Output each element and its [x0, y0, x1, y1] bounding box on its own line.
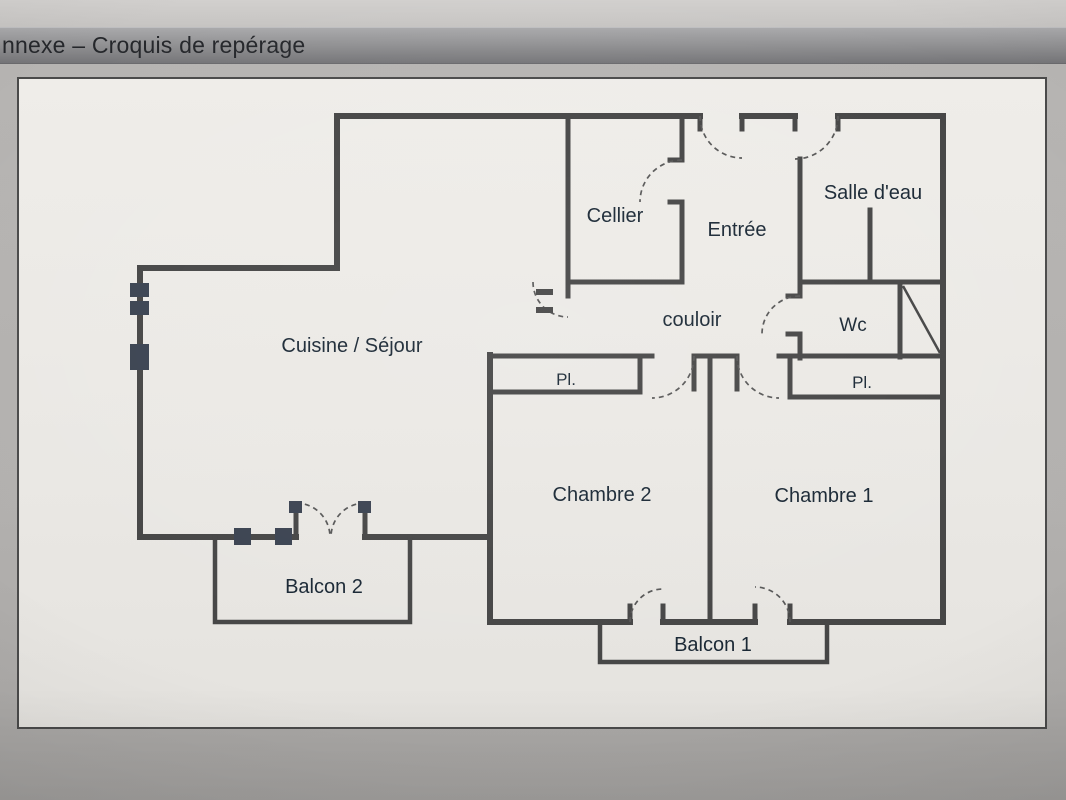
interior-walls — [487, 113, 946, 625]
window-symbols — [130, 283, 553, 545]
room-label-couloir: couloir — [663, 309, 722, 331]
apartment-walls — [137, 113, 946, 665]
room-label-placard-chambre1: Pl. — [852, 373, 872, 392]
room-label-balcon1: Balcon 1 — [674, 634, 752, 656]
plan-sheet — [17, 77, 1047, 729]
annex-header-band: nnexe – Croquis de repérage — [0, 27, 1066, 64]
room-label-wc: Wc — [839, 315, 866, 336]
door-jamb-block — [358, 501, 371, 513]
room-label-placard-chambre2: Pl. — [556, 370, 576, 389]
door-swing-arcs — [295, 115, 839, 623]
door-jambs — [293, 113, 841, 625]
room-labels: Cellier Entrée Salle d'eau couloir Wc Cu… — [281, 182, 922, 656]
window-icon — [275, 528, 292, 545]
door-stop-mark — [536, 307, 553, 313]
door-stop-mark — [536, 289, 553, 295]
room-label-balcon2: Balcon 2 — [285, 576, 363, 598]
room-label-chambre1: Chambre 1 — [775, 485, 874, 507]
window-icon — [234, 528, 251, 545]
page-top-margin — [0, 0, 1066, 27]
room-label-cellier: Cellier — [587, 205, 644, 227]
room-label-cuisine-sejour: Cuisine / Séjour — [281, 335, 423, 357]
window-icon — [130, 301, 149, 315]
window-icon — [130, 283, 149, 297]
door-jamb-block — [289, 501, 302, 513]
balcony-walls — [212, 534, 830, 665]
shower-diagonal-line — [901, 285, 942, 354]
room-label-entree: Entrée — [708, 219, 767, 241]
room-label-salle-deau: Salle d'eau — [824, 182, 922, 204]
door-arc-paths — [295, 115, 839, 623]
page-title: nnexe – Croquis de repérage — [2, 32, 306, 58]
room-label-chambre2: Chambre 2 — [553, 484, 652, 506]
window-icon — [130, 344, 149, 370]
